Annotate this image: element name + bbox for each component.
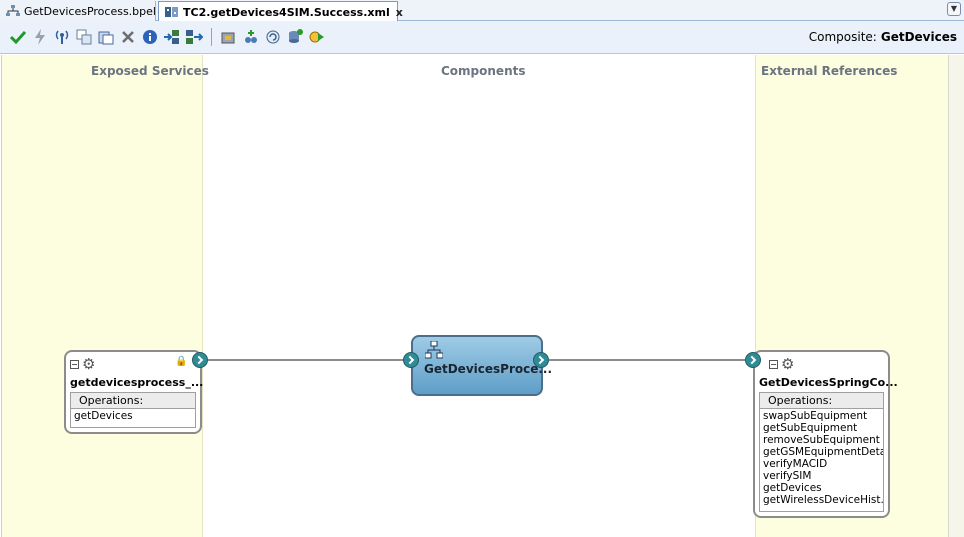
composite-indicator: Composite:GetDevices [809, 30, 957, 44]
exposed-service-title: getdevicesprocess_... [70, 376, 204, 389]
operation-item[interactable]: verifyMACID [763, 458, 828, 470]
operation-item[interactable]: getGSMEquipmentDeta... [763, 446, 883, 458]
editor-tab-bar: GetDevicesProcess.bpel x TC2.getDevices4… [0, 0, 964, 22]
operation-item[interactable]: getDevices [74, 410, 133, 422]
bpel-process-icon [6, 5, 20, 17]
bpel-component-box[interactable]: GetDevicesProce... [411, 335, 552, 396]
database-icon[interactable] [284, 26, 306, 48]
component-input-connector-icon[interactable] [403, 352, 419, 368]
wire-service-to-component[interactable] [208, 359, 404, 361]
toolbar-separator [211, 28, 212, 46]
operations-list: swapSubEquipment getSubEquipment removeS… [760, 409, 883, 507]
gear-icon: ⚙ [781, 355, 795, 373]
import-icon[interactable] [161, 26, 183, 48]
lane-title-external-references: External References [761, 64, 898, 78]
external-reference-title: GetDevicesSpringCo... [759, 376, 898, 389]
tab-tc2-getdevices4sim-success[interactable]: TC2.getDevices4SIM.Success.xml x [158, 1, 403, 22]
operation-item[interactable]: swapSubEquipment [763, 410, 868, 422]
info-icon[interactable] [139, 26, 161, 48]
lane-title-exposed-services: Exposed Services [91, 64, 209, 78]
add-icon[interactable] [240, 26, 262, 48]
operations-panel: Operations: swapSubEquipment getSubEquip… [759, 392, 884, 512]
lock-icon: 🔒 [175, 356, 188, 367]
deploy-icon[interactable] [218, 26, 240, 48]
operation-item[interactable]: removeSubEquipment [763, 434, 880, 446]
operations-header: Operations: [71, 393, 195, 409]
component-output-connector-icon[interactable] [533, 352, 549, 368]
export-icon[interactable] [183, 26, 205, 48]
tab-label: TC2.getDevices4SIM.Success.xml [183, 5, 390, 19]
service-header: − ⚙ [70, 356, 95, 372]
delete-icon[interactable] [117, 26, 139, 48]
gear-icon: ⚙ [82, 355, 96, 373]
operation-item[interactable]: getWirelessDeviceHist... [763, 494, 883, 506]
service-connector-icon[interactable] [192, 352, 208, 368]
reference-header: − ⚙ [769, 356, 794, 372]
composite-toolbar: Composite:GetDevices [0, 21, 964, 54]
operation-item[interactable]: getDevices [763, 482, 822, 494]
operations-list: getDevices [71, 409, 195, 423]
wire-component-to-reference[interactable] [549, 359, 745, 361]
collapse-icon[interactable]: − [769, 359, 778, 369]
collapse-icon[interactable]: − [70, 359, 79, 369]
external-reference-box[interactable]: − ⚙ GetDevicesSpringCo... Operations: sw… [753, 350, 898, 518]
tab-getdevicesprocess-bpel[interactable]: GetDevicesProcess.bpel x [0, 1, 169, 21]
exposed-service-box[interactable]: − ⚙ 🔒 getdevicesprocess_... Operations: … [64, 350, 204, 434]
paste-icon[interactable] [95, 26, 117, 48]
composite-canvas[interactable]: Exposed Services Components External Ref… [1, 55, 949, 537]
tab-close-button[interactable]: x [395, 5, 403, 19]
antenna-icon[interactable] [51, 26, 73, 48]
run-icon[interactable] [306, 26, 328, 48]
exposed-services-lane [2, 55, 203, 537]
copy-icon[interactable] [73, 26, 95, 48]
tab-label: GetDevicesProcess.bpel [24, 4, 156, 18]
lane-title-components: Components [441, 64, 526, 78]
lightning-icon[interactable] [29, 26, 51, 48]
operations-panel: Operations: getDevices [70, 392, 196, 428]
component-title: GetDevicesProce... [424, 362, 553, 376]
reference-connector-icon[interactable] [745, 352, 761, 368]
composite-label: Composite: [808, 30, 877, 44]
operation-item[interactable]: getSubEquipment [763, 422, 858, 434]
vertical-scrollbar[interactable] [948, 55, 964, 537]
tab-list-dropdown-icon[interactable]: ▼ [947, 2, 961, 16]
validate-icon[interactable] [7, 26, 29, 48]
refresh-icon[interactable] [262, 26, 284, 48]
operation-item[interactable]: verifySIM [763, 470, 812, 482]
test-case-icon [165, 6, 179, 18]
composite-name: GetDevices [880, 30, 957, 44]
bpel-process-icon [424, 340, 444, 362]
operations-header: Operations: [760, 393, 883, 409]
